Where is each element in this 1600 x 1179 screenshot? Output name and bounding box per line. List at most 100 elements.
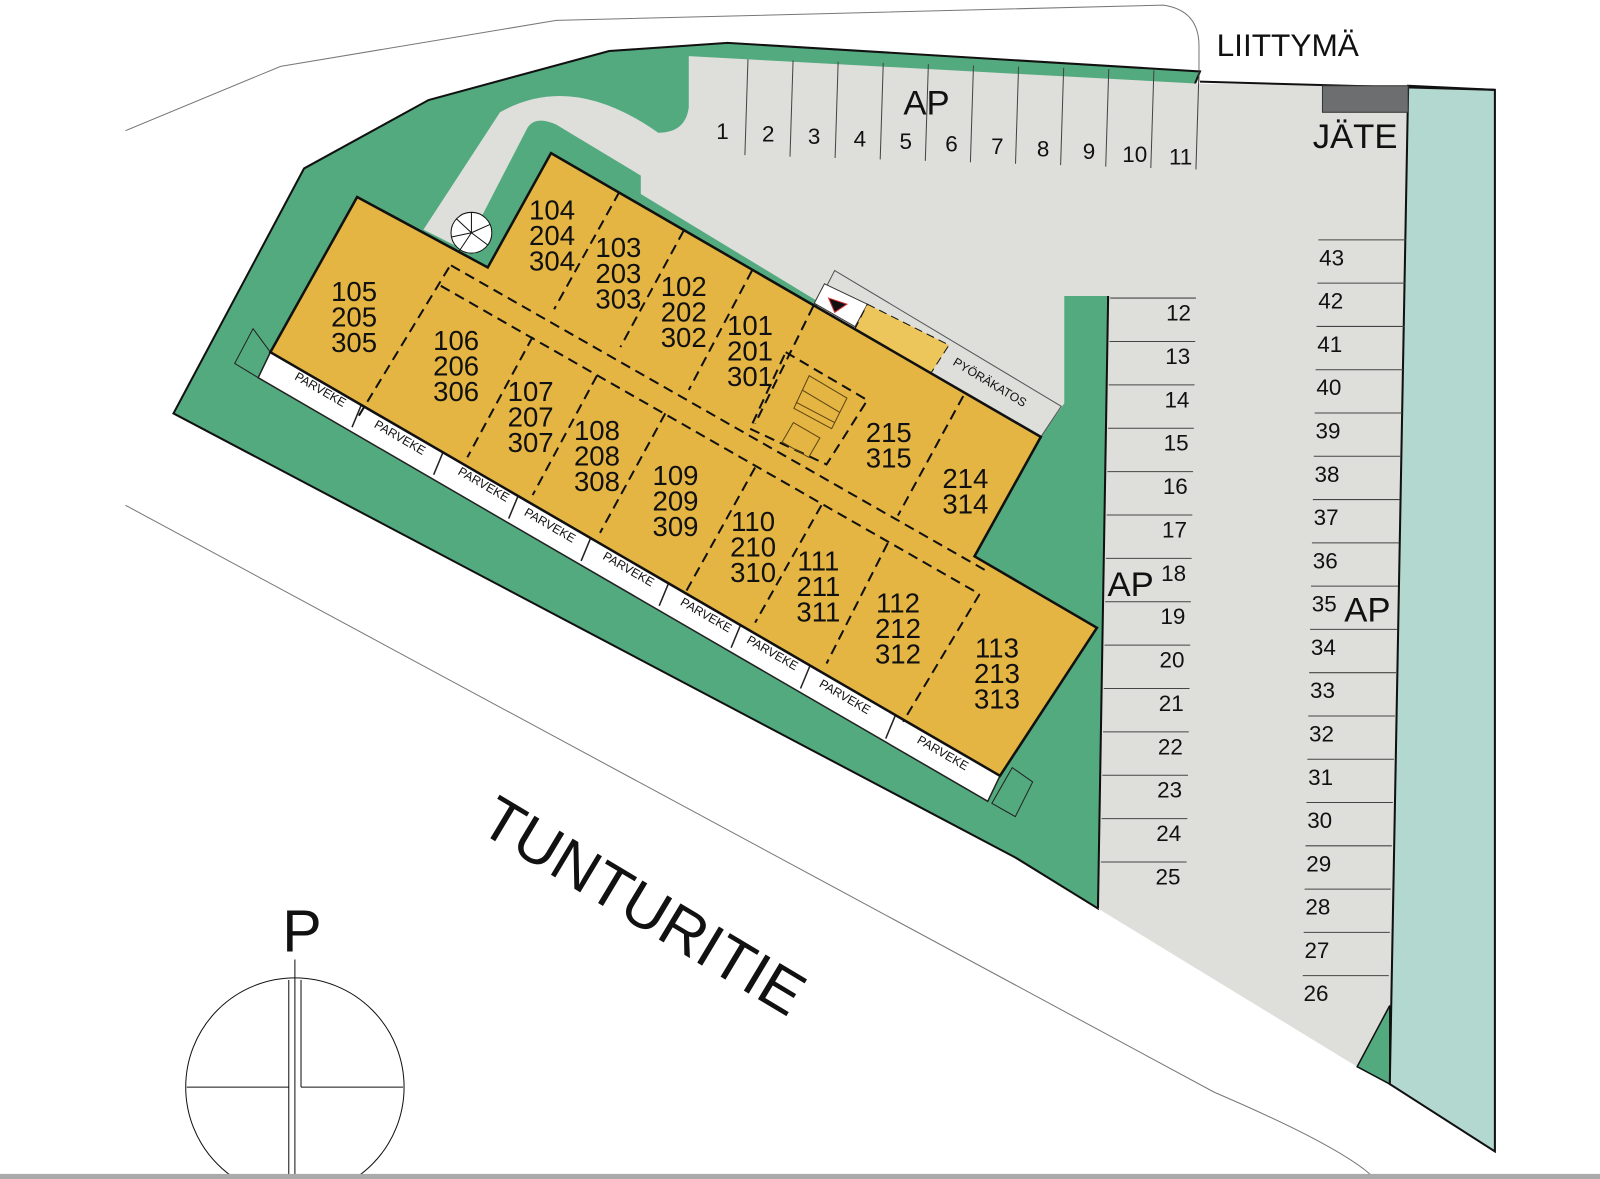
parking-line xyxy=(1105,68,1110,167)
parking-space-number: 14 xyxy=(1164,387,1189,412)
parking-space-number: 23 xyxy=(1157,778,1182,803)
parking-line xyxy=(1060,67,1065,166)
parking-space-number: 34 xyxy=(1311,635,1336,660)
unit-number: 210 xyxy=(730,531,776,562)
waste-label: JÄTE xyxy=(1313,118,1398,156)
unit-number: 207 xyxy=(508,402,554,433)
parking-label-middle: AP xyxy=(1107,566,1153,604)
parking-space-number: 6 xyxy=(945,132,957,157)
road-edge-north xyxy=(125,4,1200,132)
parking-space-number: 21 xyxy=(1159,691,1184,716)
unit-number: 301 xyxy=(727,361,773,392)
unit-number: 309 xyxy=(653,511,699,542)
parking-space-number: 42 xyxy=(1318,289,1343,314)
parking-space-number: 24 xyxy=(1156,821,1181,846)
parking-line xyxy=(924,64,929,161)
unit-number: 313 xyxy=(974,683,1020,714)
parking-space-number: 4 xyxy=(854,126,866,151)
parking-space-number: 40 xyxy=(1316,375,1341,400)
parking-line xyxy=(879,62,884,160)
parking-space-number: 12 xyxy=(1166,301,1191,326)
north-label: P xyxy=(282,897,321,964)
parking-space-number: 11 xyxy=(1169,144,1192,169)
entrance-label: LIITTYMÄ xyxy=(1217,27,1360,63)
parking-space-number: 32 xyxy=(1309,721,1334,746)
unit-number: 107 xyxy=(508,376,554,407)
parking-space-number: 10 xyxy=(1122,142,1147,167)
parking-space-number: 26 xyxy=(1304,981,1329,1006)
unit-number: 105 xyxy=(331,276,377,307)
balcony-divider xyxy=(351,402,363,428)
parking-space-number: 43 xyxy=(1319,245,1344,270)
unit-number: 211 xyxy=(796,571,840,602)
balcony-divider xyxy=(730,622,743,648)
parking-space-number: 25 xyxy=(1155,865,1180,890)
parking-line xyxy=(969,65,974,163)
unit-number: 303 xyxy=(595,283,641,314)
bottom-bar xyxy=(0,1173,1600,1179)
balcony-divider xyxy=(658,581,671,607)
parking-space-number: 37 xyxy=(1314,505,1339,530)
unit-number: 209 xyxy=(653,485,699,516)
teal-strip xyxy=(1388,84,1496,1154)
building xyxy=(268,151,1099,778)
unit-number: 306 xyxy=(433,376,479,407)
unit-number: 101 xyxy=(727,310,773,341)
unit-number: 204 xyxy=(529,220,575,251)
parking-line xyxy=(1015,66,1020,164)
parking-space-number: 2 xyxy=(762,121,774,146)
parking-line xyxy=(789,60,794,157)
unit-number: 315 xyxy=(866,443,912,474)
unit-number: 311 xyxy=(796,597,840,628)
parking-line xyxy=(744,59,749,156)
unit-number: 203 xyxy=(595,258,641,289)
parking-space-number: 36 xyxy=(1313,548,1338,573)
unit-number: 201 xyxy=(727,335,773,366)
parking-space-number: 16 xyxy=(1163,474,1188,499)
parking-space-number: 8 xyxy=(1037,137,1049,162)
parking-label-right: AP xyxy=(1344,592,1390,630)
parking-space-number: 18 xyxy=(1161,561,1186,586)
parking-space-number: 28 xyxy=(1305,895,1330,920)
unit-number: 112 xyxy=(876,587,920,618)
parking-space-number: 22 xyxy=(1158,734,1183,759)
balcony-divider xyxy=(885,713,897,739)
parking-space-number: 20 xyxy=(1160,648,1185,673)
unit-number: 110 xyxy=(731,506,775,537)
unit-number: 202 xyxy=(661,297,707,328)
parking-space-number: 30 xyxy=(1307,808,1332,833)
parking-area xyxy=(423,56,1409,1085)
unit-divisions xyxy=(356,191,989,723)
parking-space-number: 38 xyxy=(1315,462,1340,487)
unit-number: 215 xyxy=(866,417,912,448)
parking-space-number: 1 xyxy=(716,119,728,144)
unit-number: 205 xyxy=(331,302,377,333)
parking-space-number: 29 xyxy=(1306,851,1331,876)
north-arrow xyxy=(185,959,405,1179)
unit-number: 304 xyxy=(529,246,575,277)
unit-number: 102 xyxy=(661,271,707,302)
staircase-icon xyxy=(781,374,848,459)
unit-number: 104 xyxy=(529,194,575,225)
unit-number: 308 xyxy=(574,466,620,497)
parking-line xyxy=(1150,70,1155,169)
parking-space-number: 27 xyxy=(1304,938,1329,963)
stair-rays xyxy=(451,212,491,252)
parking-space-number: 35 xyxy=(1312,592,1337,617)
unit-number: 206 xyxy=(433,351,479,382)
balcony-end-right xyxy=(991,766,1034,818)
road-name: TUNTURITIE xyxy=(470,783,817,1029)
